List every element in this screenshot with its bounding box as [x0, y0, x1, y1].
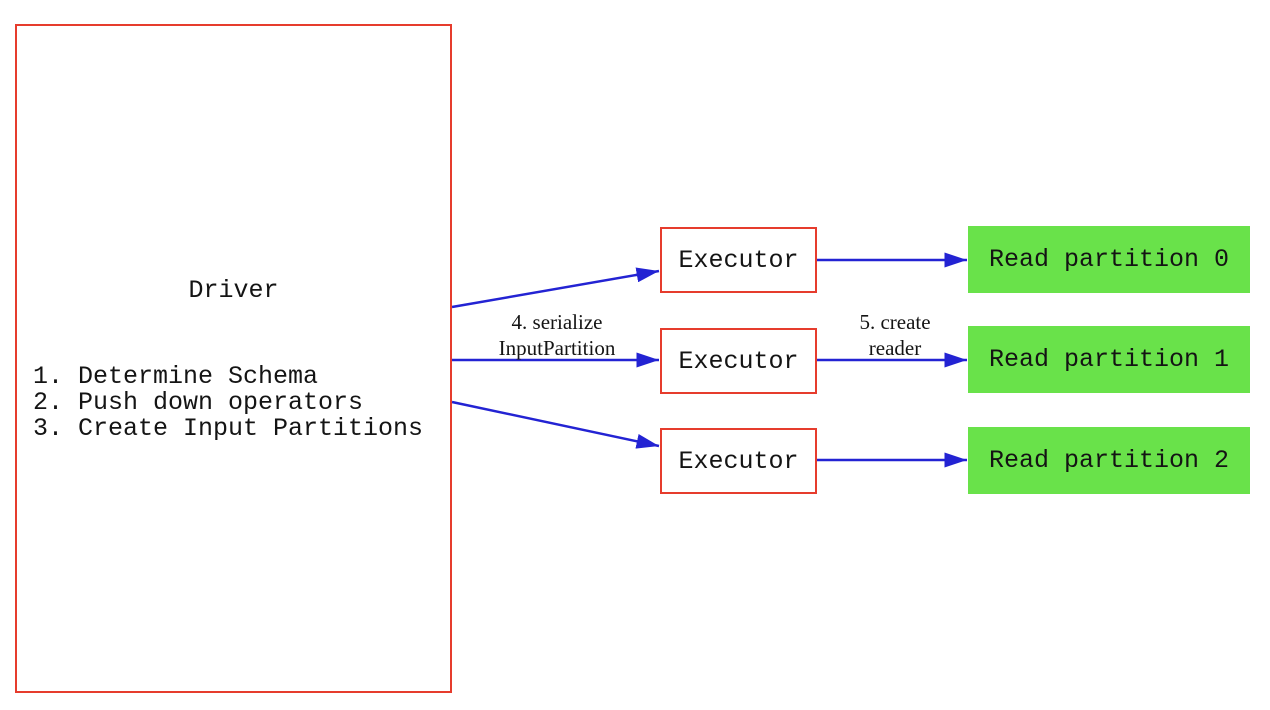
arrow-driver-to-executor-3 [451, 400, 660, 449]
driver-steps-list: 1. Determine Schema 2. Push down operato… [33, 364, 423, 442]
edge-label-serialize-line2: InputPartition [498, 336, 616, 360]
partition-box-1: Read partition 1 [968, 326, 1250, 393]
edge-label-create-reader-line1: 5. create [859, 310, 931, 334]
edge-label-serialize: 4. serialize InputPartition [477, 309, 637, 361]
driver-step-1: 1. Determine Schema [33, 362, 319, 391]
executor-box-2: Executor [660, 328, 817, 394]
edge-label-create-reader: 5. create reader [835, 309, 955, 361]
executor-box-3: Executor [660, 428, 817, 494]
arrow-driver-to-executor-1 [451, 267, 660, 309]
partition-box-0: Read partition 0 [968, 226, 1250, 293]
driver-step-2: 2. Push down operators [33, 388, 364, 417]
executor-box-1: Executor [660, 227, 817, 293]
driver-box: Driver 1. Determine Schema 2. Push down … [15, 24, 452, 693]
driver-title: Driver [188, 276, 279, 305]
edge-label-serialize-line1: 4. serialize [511, 310, 603, 334]
partition-box-2: Read partition 2 [968, 427, 1250, 494]
edge-label-create-reader-line2: reader [868, 336, 922, 360]
driver-step-3: 3. Create Input Partitions [33, 414, 424, 443]
